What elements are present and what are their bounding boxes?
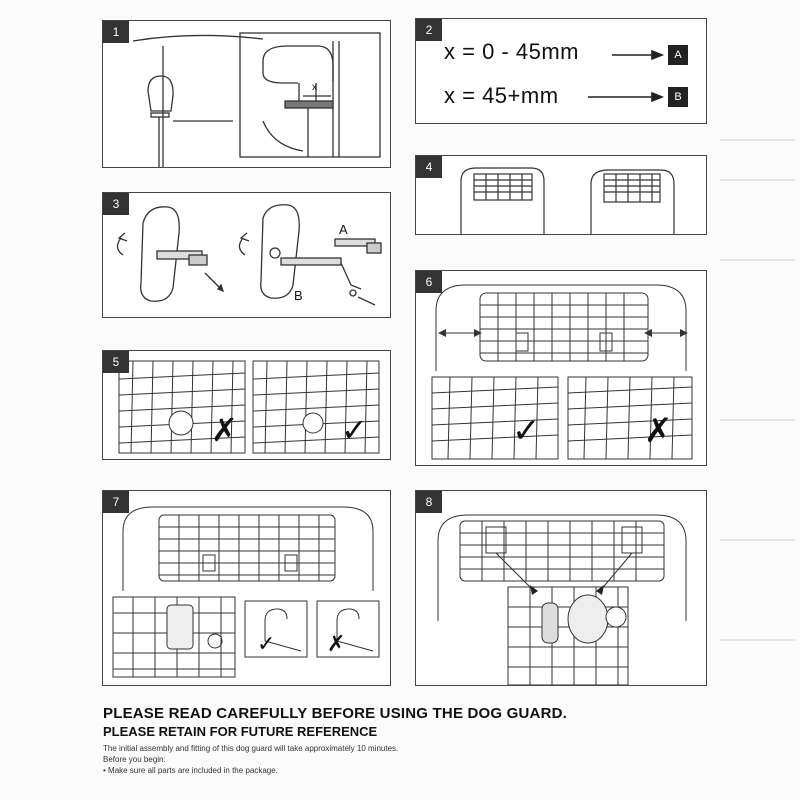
step-number: 4 xyxy=(416,156,442,178)
headrest-measure-illustration xyxy=(132,32,381,167)
bracket-assembly-illustration xyxy=(116,204,382,306)
incorrect-mark: ✗ xyxy=(211,412,238,448)
arrows-illustration xyxy=(588,49,665,103)
parts-check-note: • Make sure all parts are included in th… xyxy=(103,766,278,775)
width-adjust-illustration xyxy=(431,284,693,460)
before-you-begin-note: Before you begin: xyxy=(103,755,166,764)
measure-range-b: x = 45+mm xyxy=(444,83,559,108)
correct-mark: ✓ xyxy=(257,631,276,656)
correct-mark: ✓ xyxy=(341,412,368,448)
step-number: 6 xyxy=(416,271,442,293)
clip-check-illustration xyxy=(118,360,380,454)
incorrect-mark: ✗ xyxy=(327,631,346,656)
measure-range-a: x = 0 - 45mm xyxy=(444,39,579,64)
step-number: 8 xyxy=(416,491,442,513)
step-2-panel: 2 x = 0 - 45mm A x = 45+mm B xyxy=(415,18,707,124)
step-5-panel: 5 ✗ ✓ xyxy=(102,350,391,460)
bracket-b-label: B xyxy=(294,288,303,303)
step-number: 5 xyxy=(103,351,129,373)
step-3-panel: 3 A B xyxy=(102,192,391,318)
hook-fitting-illustration xyxy=(112,506,380,678)
step-number: 3 xyxy=(103,193,129,215)
step-7-panel: 7 ✓ ✗ xyxy=(102,490,391,686)
step-4-panel: 4 xyxy=(415,155,707,235)
step-6-panel: 6 ✓ ✗ xyxy=(415,270,707,466)
step-number: 2 xyxy=(416,19,442,41)
step-number: 1 xyxy=(103,21,129,43)
guard-positions-illustration xyxy=(460,167,675,234)
measure-x-label: x xyxy=(312,82,317,93)
option-a-badge: A xyxy=(668,45,688,65)
step-number: 7 xyxy=(103,491,129,513)
bracket-a-label: A xyxy=(339,222,348,237)
tighten-knob-illustration xyxy=(437,514,687,685)
bleed-through-decoration xyxy=(720,139,795,641)
option-b-badge: B xyxy=(668,87,688,107)
page-subtitle: PLEASE RETAIN FOR FUTURE REFERENCE xyxy=(103,724,378,739)
step-8-panel: 8 xyxy=(415,490,707,686)
assembly-time-note: The initial assembly and fitting of this… xyxy=(103,744,399,753)
page-title: PLEASE READ CAREFULLY BEFORE USING THE D… xyxy=(103,705,568,722)
correct-mark: ✓ xyxy=(512,412,541,450)
incorrect-mark: ✗ xyxy=(644,412,673,450)
step-1-panel: 1 x xyxy=(102,20,391,168)
